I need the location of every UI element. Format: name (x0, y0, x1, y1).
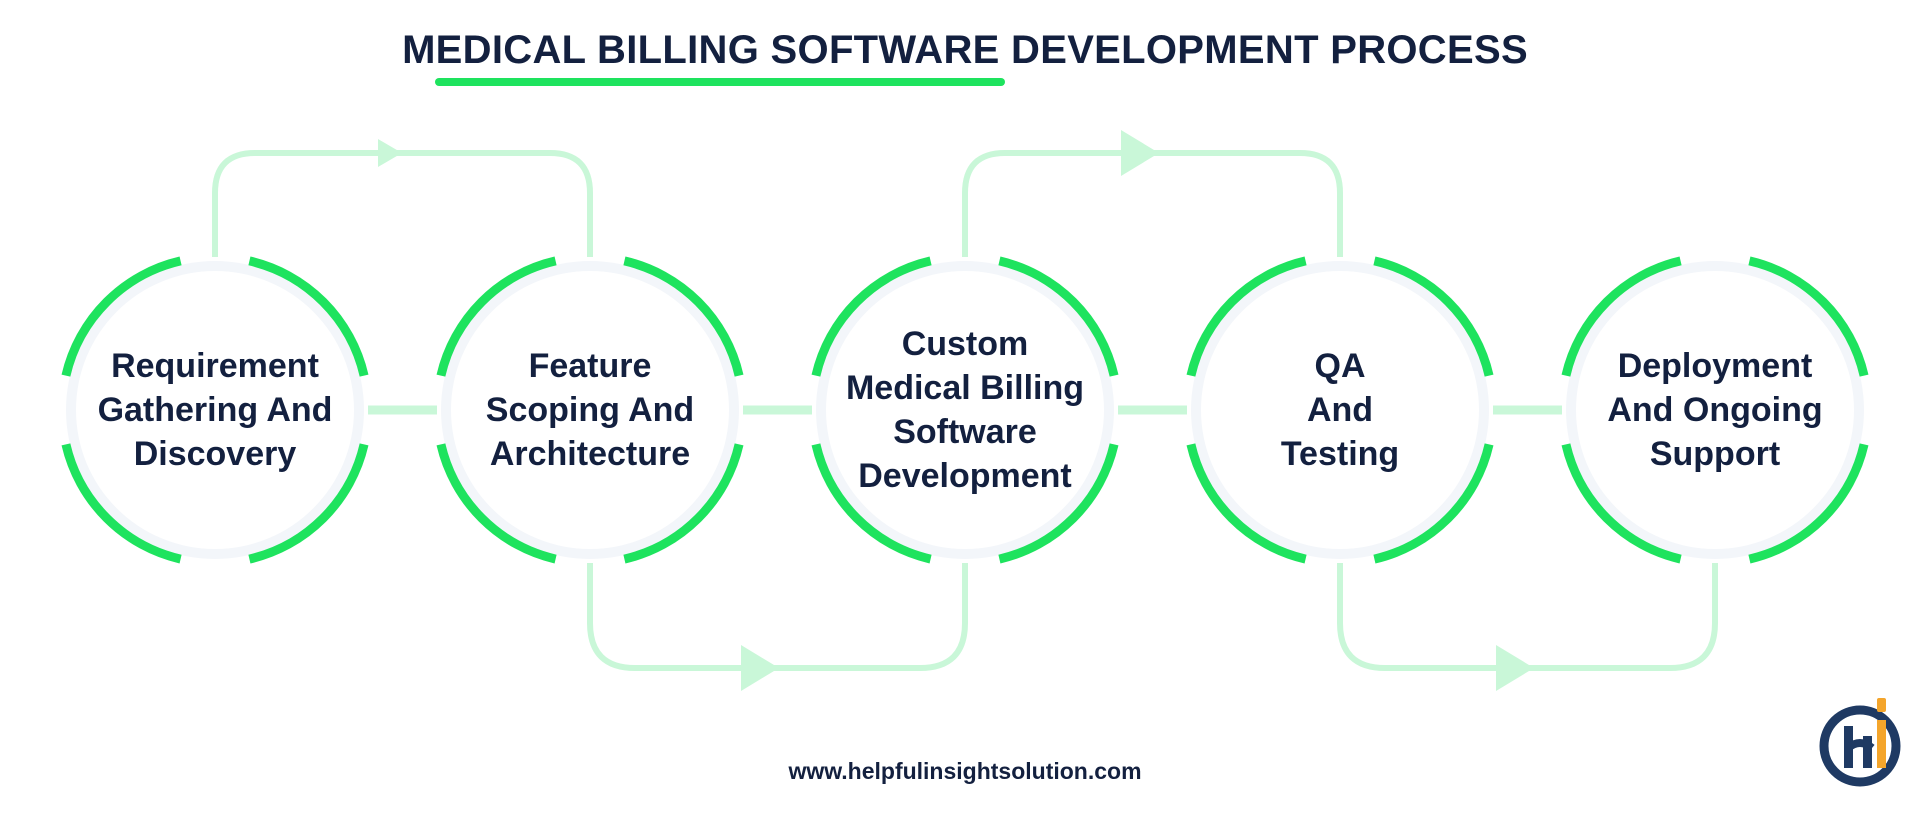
title-wrap: MEDICAL BILLING SOFTWARE DEVELOPMENT PRO… (0, 28, 1930, 73)
step-line: Architecture (489, 435, 691, 473)
step-circle-arc-4-2 (1186, 443, 1307, 564)
step-circle-arc-1-4 (248, 256, 369, 377)
step-circle-arc-2-3 (436, 256, 557, 377)
top-loop-path-1 (212, 150, 593, 257)
arrow-icon-1 (378, 139, 402, 167)
footer-url[interactable]: www.helpfulinsightsolution.com (788, 758, 1142, 784)
arrow-icon-4 (1496, 645, 1534, 691)
step-line: And Ongoing (1607, 391, 1823, 429)
step-line: Requirement (111, 347, 319, 385)
step-circle-arc-1-3 (61, 256, 182, 377)
step-line: Medical Billing (845, 369, 1085, 407)
step-circle-arc-5-3 (1561, 256, 1682, 377)
bottom-loop-path-1 (587, 563, 968, 671)
step-circle-arc-2-1 (623, 443, 744, 564)
step-circle-inner-1 (76, 271, 354, 549)
step-line: Software (893, 413, 1037, 451)
step-circle-inner-4 (1201, 271, 1479, 549)
step-circle-arc-2-2 (436, 443, 557, 564)
step-line: Feature (528, 347, 652, 385)
step-circle-arc-5-2 (1561, 443, 1682, 564)
step-circle-arc-4-1 (1373, 443, 1494, 564)
step-circle-arc-3-2 (811, 443, 932, 564)
step-circle-inner-3 (826, 271, 1104, 549)
step-circle-arc-3-1 (998, 443, 1119, 564)
title-underline (435, 78, 1005, 86)
step-circle-arc-2-4 (623, 256, 744, 377)
step-line: Deployment (1617, 347, 1813, 385)
step-line: QA (1314, 347, 1366, 385)
step-circle-arc-5-1 (1748, 443, 1869, 564)
step-circle-arc-4-3 (1186, 256, 1307, 377)
step-line: Gathering And (97, 391, 333, 429)
page-title: MEDICAL BILLING SOFTWARE DEVELOPMENT PRO… (402, 28, 1528, 72)
step-circle-arc-1-1 (248, 443, 369, 564)
top-loop-path-2 (962, 150, 1343, 257)
arrow-icon-3 (741, 645, 779, 691)
step-circle-arc-1-2 (61, 443, 182, 564)
step-line: Development (858, 457, 1072, 495)
step-circle-arc-3-3 (811, 256, 932, 377)
step-circle-arc-4-4 (1373, 256, 1494, 377)
step-line: Testing (1280, 435, 1400, 473)
step-circle-arc-3-4 (998, 256, 1119, 377)
arrow-icon-2 (1121, 130, 1159, 176)
bottom-loop-path-2 (1337, 563, 1718, 671)
step-line: Support (1649, 435, 1781, 473)
step-line: Custom (901, 325, 1029, 363)
step-circle-arc-5-4 (1748, 256, 1869, 377)
step-line: Discovery (133, 435, 297, 473)
step-circle-inner-2 (451, 271, 729, 549)
step-line: And (1306, 391, 1374, 429)
helpful-insight-logo (1819, 698, 1901, 787)
step-circle-inner-5 (1576, 271, 1854, 549)
step-line: Scoping And (485, 391, 695, 429)
